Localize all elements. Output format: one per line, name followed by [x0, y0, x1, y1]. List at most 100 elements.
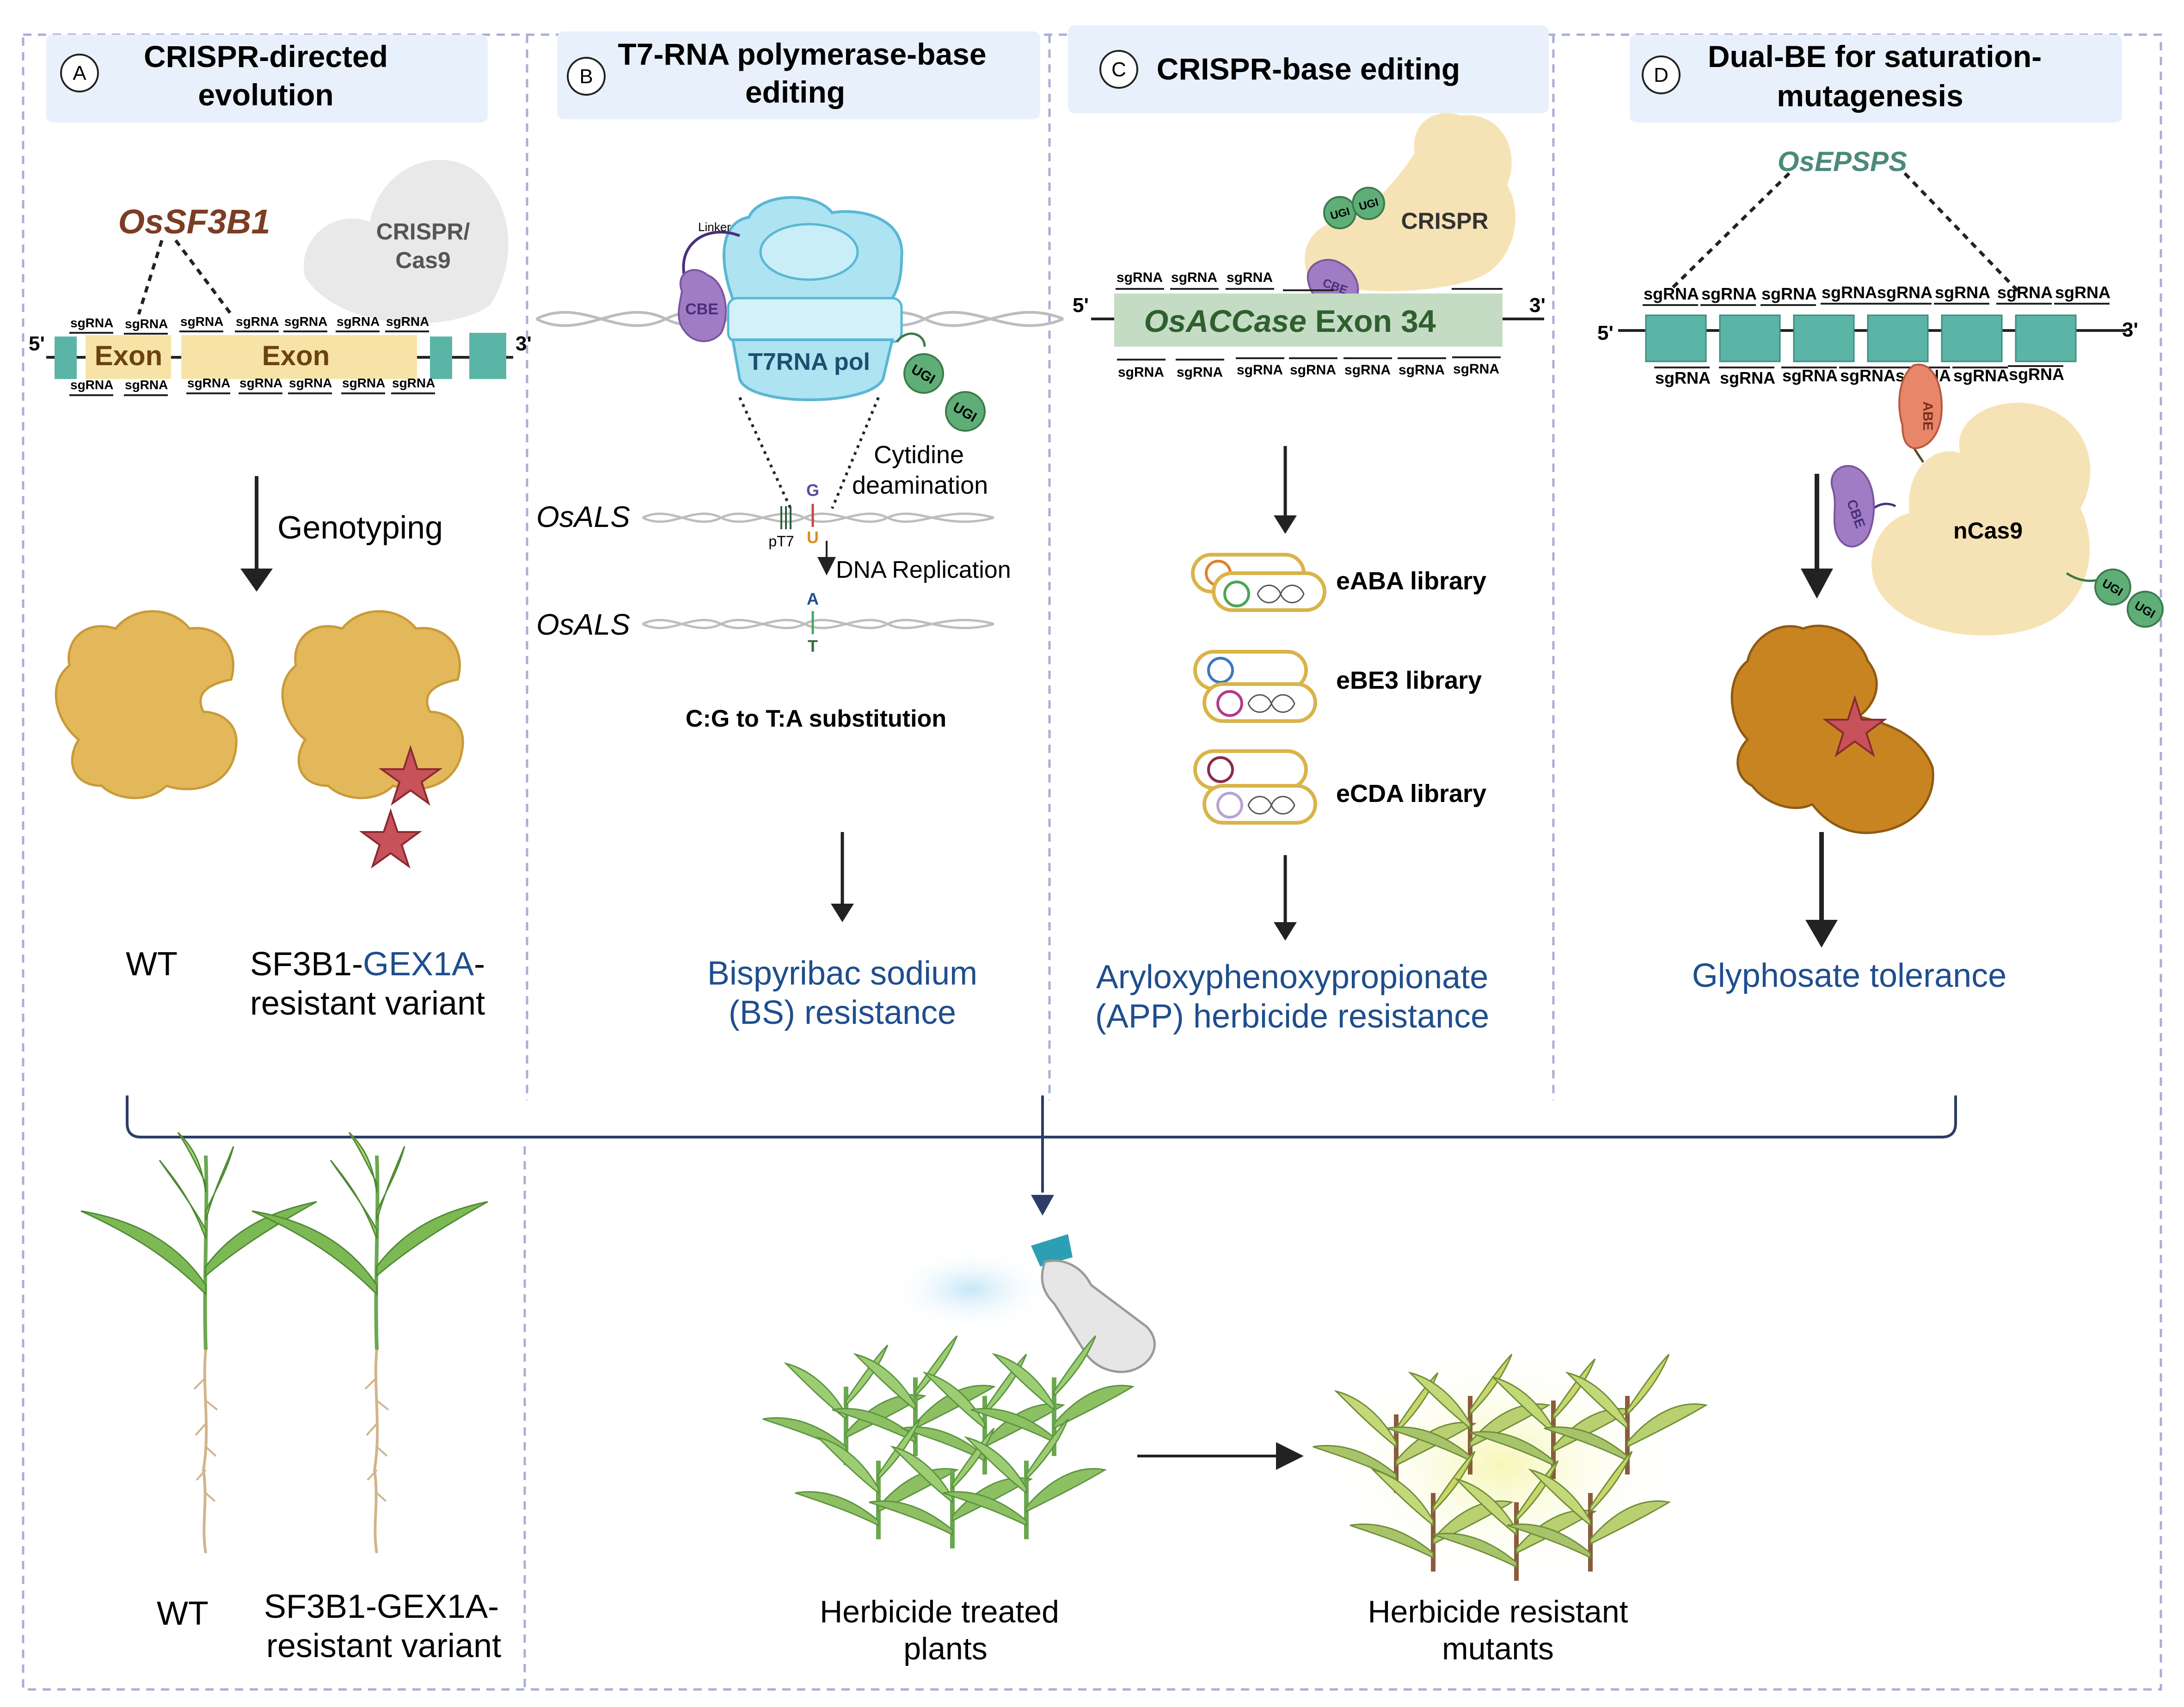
- sgrna-label: sgRNA: [1177, 365, 1223, 380]
- arrow-head: [240, 569, 273, 592]
- genotyping-label: Genotyping: [277, 509, 443, 545]
- spray-bottle: [1041, 1259, 1156, 1373]
- resistant-label-line2: mutants: [1442, 1631, 1554, 1666]
- wt-label: WT: [126, 946, 178, 983]
- ugi-protein: [1352, 187, 1385, 220]
- sgrna-row-bottom: sgRNA sgRNA sgRNA sgRNA sgRNA sgRNA sgRN…: [1117, 356, 1501, 380]
- base-u: U: [807, 528, 819, 547]
- exon-block: [430, 337, 452, 379]
- arrow-head: [1031, 1195, 1054, 1216]
- dna-helix-small: [642, 618, 994, 630]
- sgrna-label: sgRNA: [239, 376, 282, 390]
- sgrna-label: sgRNA: [187, 376, 230, 390]
- sgrna-row-top: sgRNA sgRNA sgRNA sgRNA sgRNA sgRNA sgRN…: [69, 314, 429, 335]
- sgrna-label: sgRNA: [342, 376, 385, 390]
- sgrna-label: sgRNA: [1761, 284, 1817, 303]
- cbe-protein: [678, 269, 727, 343]
- panel-d-badge: [1642, 55, 1681, 94]
- bs-resistance-line1: Bispyribac sodium: [707, 955, 977, 992]
- sgrna-label: sgRNA: [125, 317, 168, 331]
- cas9-label-line1: CRISPR/: [376, 219, 470, 245]
- gene-d-3prime: 3': [2122, 318, 2138, 341]
- exon-block: [1941, 314, 2003, 362]
- panel-c: C CRISPR-base editing CRISPR UGI UGI CBE…: [1068, 25, 1549, 1035]
- sgrna-row-bottom: sgRNA sgRNA sgRNA sgRNA sgRNA sgRNA sgRN…: [69, 376, 435, 396]
- ncas9-blob: [1871, 403, 2091, 636]
- sgrna-label: sgRNA: [2055, 283, 2110, 302]
- variant-protein: [281, 610, 464, 799]
- wt-protein: [55, 610, 238, 799]
- sgrna-label: sgRNA: [284, 314, 327, 329]
- ugi-protein: [903, 353, 944, 394]
- sgrna-label: sgRNA: [1720, 368, 1775, 387]
- sgrna-label: sgRNA: [337, 314, 380, 329]
- exon-block: [1719, 314, 1781, 362]
- treated-plant: [943, 1419, 1105, 1539]
- linker-label: Linker: [698, 220, 731, 234]
- sgrna-label: sgRNA: [1782, 366, 1838, 385]
- sgrna-label: sgRNA: [70, 316, 113, 330]
- base-t: T: [808, 636, 818, 655]
- panel-a-letter: A: [73, 62, 86, 85]
- cbe-protein: [1830, 465, 1875, 548]
- t7-polymerase-body: [731, 338, 894, 401]
- sgrna-label: sgRNA: [1953, 366, 2009, 385]
- abe-label: ABE: [1920, 401, 1935, 430]
- sgrna-label: sgRNA: [1840, 366, 1896, 385]
- library-ecda-label: eCDA library: [1336, 780, 1486, 808]
- sgrna-row-top: sgRNA sgRNA sgRNA sgRNA sgRNA sgRNA sgRN…: [1643, 283, 2110, 306]
- deamination-label-line2: deamination: [852, 471, 988, 499]
- sgrna-label: sgRNA: [1877, 283, 1932, 302]
- sgrna-label: sgRNA: [180, 314, 223, 329]
- sgrna-label: sgRNA: [125, 378, 168, 392]
- mutant-epsps-protein: [1730, 624, 1934, 834]
- variant-label-line1: SF3B1-GEX1A-: [250, 946, 485, 983]
- cas9-label-line2: Cas9: [395, 247, 451, 273]
- exon34-box: [1114, 294, 1503, 347]
- library-eaba: eABA library: [1191, 553, 1486, 612]
- sgrna-row-top: sgRNA sgRNA sgRNA: [1116, 270, 1503, 291]
- deamination-label-line1: Cytidine: [874, 441, 964, 469]
- library-ebe3-label: eBE3 library: [1336, 667, 1482, 694]
- sgrna-label: sgRNA: [1117, 270, 1163, 285]
- osals-label-2: OsALS: [536, 608, 630, 641]
- sgrna-label: sgRNA: [1935, 283, 1990, 302]
- panel-d-letter: D: [1654, 64, 1669, 86]
- sgrna-label: sgRNA: [386, 314, 429, 329]
- gene-dashed-lines: [1668, 172, 2019, 293]
- panel-a-badge: [60, 54, 99, 92]
- ugi-protein: [2127, 591, 2164, 628]
- exon-block: [469, 333, 506, 379]
- gene-d-5prime: 5': [1597, 322, 1613, 344]
- sgrna-label: sgRNA: [236, 314, 279, 329]
- bottom-section: WT SF3B1-GEX1A- resistant variant Herbic…: [81, 1132, 1706, 1666]
- exon-block: [1645, 314, 1707, 362]
- panel-d-header: [1630, 35, 2122, 122]
- panel-c-letter: C: [1111, 58, 1126, 81]
- spray-nozzle: [1031, 1234, 1073, 1266]
- sgrna-label: sgRNA: [1237, 362, 1283, 378]
- sgrna-label: sgRNA: [1822, 283, 1877, 302]
- dna-helix-small: [642, 512, 994, 523]
- treated-plant: [869, 1428, 1031, 1548]
- sgrna-label: sgRNA: [2009, 365, 2064, 384]
- abe-protein: [1898, 363, 1943, 450]
- panel-b-title-line2: editing: [745, 75, 845, 109]
- t7-pol-label: T7RNA pol: [748, 349, 870, 375]
- bottom-wt-label: WT: [157, 1595, 209, 1632]
- bottom-variant-line2: resistant variant: [266, 1627, 501, 1664]
- ncas9-label: nCas9: [1953, 518, 2023, 544]
- substitution-label: C:G to T:A substitution: [686, 705, 946, 732]
- treated-label-line1: Herbicide treated: [820, 1594, 1059, 1629]
- sgrna-label: sgRNA: [289, 376, 332, 390]
- arrow-head: [1274, 515, 1297, 534]
- sgrna-label: sgRNA: [1290, 362, 1336, 378]
- app-resistance-line2: (APP) herbicide resistance: [1095, 998, 1489, 1035]
- ugi-protein: [2094, 569, 2131, 606]
- replication-label: DNA Replication: [836, 557, 1011, 583]
- base-g: G: [806, 481, 819, 500]
- sgrna-label: sgRNA: [1453, 361, 1499, 377]
- sgrna-label: sgRNA: [1399, 362, 1445, 378]
- library-eaba-label: eABA library: [1336, 567, 1486, 595]
- osals-label-1: OsALS: [536, 500, 630, 533]
